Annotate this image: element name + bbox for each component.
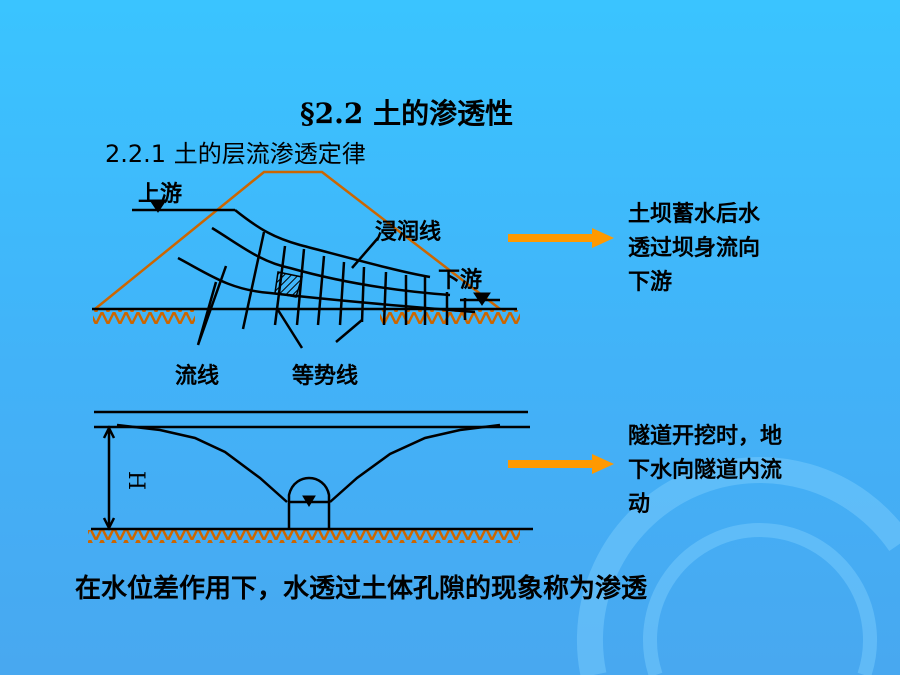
flow-line-3 [177,256,476,314]
downstream-water-symbol [473,292,491,306]
decorative-arc-inner [643,523,877,675]
ground-hatch-left [93,310,195,324]
tunnel-water-symbol [302,495,316,507]
hatched-cell [274,271,303,298]
phreatic-line [234,209,431,279]
flow-line-leaders [196,265,228,346]
label-phreatic-line: 浸润线 [375,220,442,245]
tunnel-note-line: 动 [628,492,651,517]
tunnel-note-line: 下水向隧道内流 [628,458,783,483]
drawdown-curve [116,423,501,503]
dam-note: 土坝蓄水后水 透过坝身流向 下游 [628,198,760,300]
tunnel-ground-hatch [88,530,520,543]
dam-note-line: 透过坝身流向 [628,236,761,261]
decorative-arc-outer [576,456,900,675]
height-arrow [102,425,116,531]
flow-line-2 [211,226,451,297]
label-downstream: 下游 [438,268,483,293]
decorative-circles [576,456,900,675]
arrow-tunnel [508,454,614,474]
tunnel-note: 隧道开挖时，地 下水向隧道内流 动 [628,420,782,522]
label-height: H [123,470,149,491]
dam-outline [94,170,501,310]
dam-note-line: 土坝蓄水后水 [628,202,761,227]
tunnel-seepage-diagram [88,410,533,543]
label-upstream: 上游 [138,182,183,207]
tunnel-note-line: 隧道开挖时，地 [628,424,783,449]
slide-title: §2.2 土的渗透性 [300,97,514,130]
ground-hatch-right [380,310,520,324]
upstream-water-symbol [149,199,167,213]
dam-note-line: 下游 [628,270,673,295]
dam-phreatic-leader [351,237,379,269]
conclusion-text: 在水位差作用下，水透过土体孔隙的现象称为渗透 [75,574,648,604]
arrow-dam [508,228,614,248]
equipotential-leaders [276,309,363,349]
section-subtitle: 2.2.1 土的层流渗透定律 [105,140,366,168]
dam-seepage-diagram [92,170,520,349]
label-flow-lines: 流线 [175,364,220,389]
label-equipotential-lines: 等势线 [292,364,359,389]
